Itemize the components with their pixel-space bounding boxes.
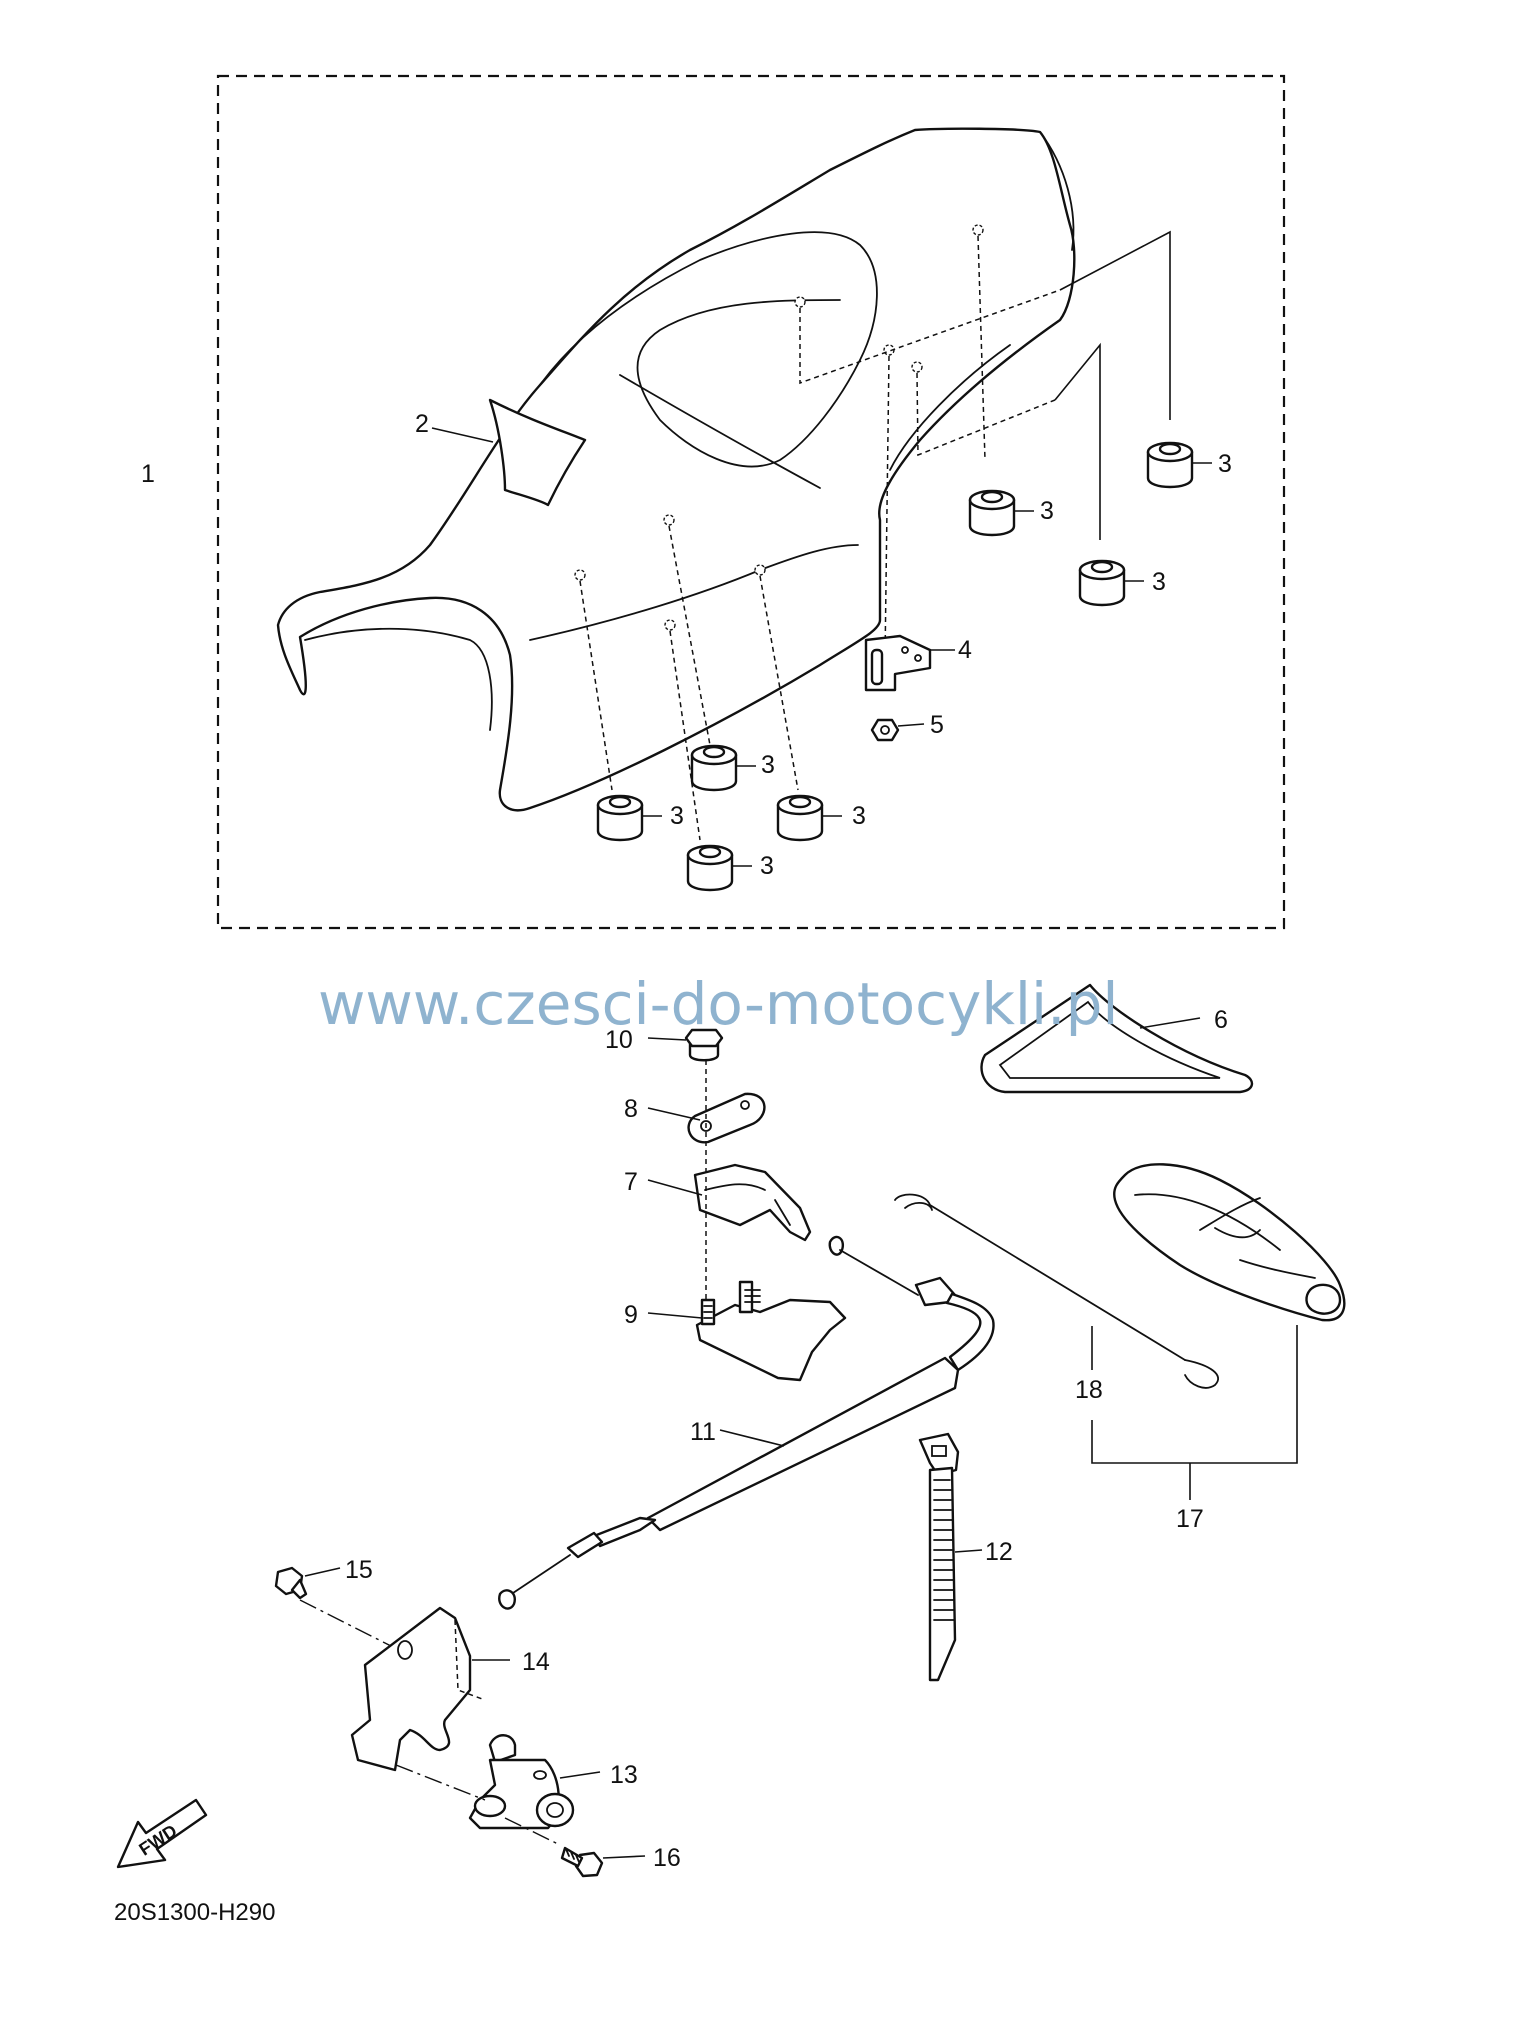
sticker-part[interactable]: [488, 398, 587, 507]
callout-16: 16: [653, 1844, 681, 1872]
damper-part[interactable]: [1146, 441, 1194, 489]
seat-lock-part[interactable]: [693, 1163, 812, 1242]
seat-part[interactable]: [276, 127, 1076, 812]
callout-2: 2: [415, 410, 429, 438]
damper-part[interactable]: [690, 744, 738, 792]
callout-5: 5: [930, 711, 944, 739]
callout-10: 10: [605, 1026, 633, 1054]
callout-11: 11: [690, 1418, 716, 1446]
seat-assembly-frame: [216, 74, 1286, 930]
tool-bag-part[interactable]: [1113, 1163, 1346, 1322]
callout-18: 18: [1075, 1376, 1103, 1404]
callout-7: 7: [624, 1168, 638, 1196]
cable-part[interactable]: [498, 1235, 995, 1610]
damper-part[interactable]: [776, 794, 824, 842]
callout-3: 3: [761, 751, 775, 779]
bracket-part[interactable]: [864, 634, 932, 692]
callout-12: 12: [985, 1538, 1013, 1566]
drawing-code: 20S1300-H290: [114, 1899, 275, 1926]
cable-tie-part[interactable]: [918, 1432, 960, 1682]
damper-part[interactable]: [596, 794, 644, 842]
lock-cylinder-part[interactable]: [468, 1734, 575, 1830]
damper-part[interactable]: [968, 489, 1016, 537]
callout-13: 13: [610, 1761, 638, 1789]
wire-part[interactable]: [894, 1193, 1219, 1389]
lock-base-part[interactable]: [695, 1280, 847, 1382]
callout-8: 8: [624, 1095, 638, 1123]
band-part[interactable]: [980, 983, 1254, 1094]
callout-3: 3: [852, 802, 866, 830]
forward-direction-icon: FWD: [116, 1798, 208, 1869]
callout-6: 6: [1214, 1006, 1228, 1034]
screw-part[interactable]: [560, 1846, 604, 1878]
damper-part[interactable]: [1078, 559, 1126, 607]
callout-4: 4: [958, 636, 972, 664]
callout-3: 3: [1040, 497, 1054, 525]
plate-part[interactable]: [687, 1092, 766, 1144]
nut-part[interactable]: [870, 718, 900, 742]
watermark: www.czesci-do-motocykli.pl: [318, 970, 1119, 1038]
callout-1: 1: [141, 460, 155, 488]
callout-3: 3: [760, 852, 774, 880]
callout-3: 3: [1152, 568, 1166, 596]
damper-part[interactable]: [686, 844, 734, 892]
lock-bracket-part[interactable]: [350, 1606, 486, 1772]
callout-15: 15: [345, 1556, 373, 1584]
callout-17: 17: [1176, 1505, 1204, 1533]
callout-3: 3: [1218, 450, 1232, 478]
callout-14: 14: [522, 1648, 550, 1676]
bolt-part[interactable]: [274, 1566, 308, 1600]
callout-3: 3: [670, 802, 684, 830]
callout-9: 9: [624, 1301, 638, 1329]
